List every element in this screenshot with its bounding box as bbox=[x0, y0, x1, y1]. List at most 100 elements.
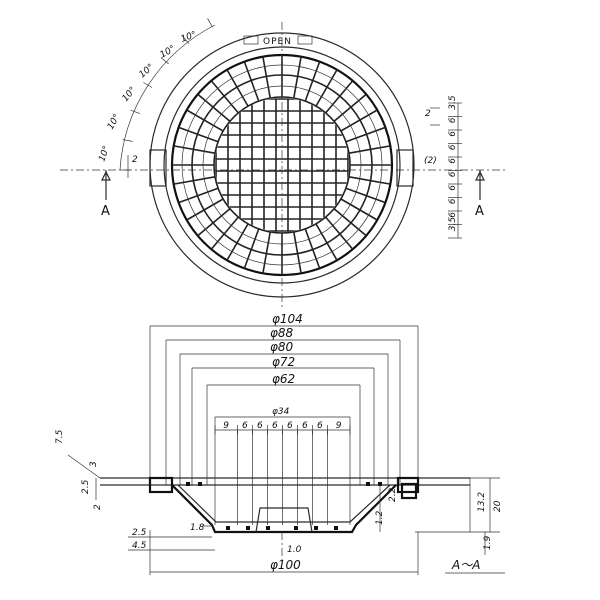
bar-section bbox=[378, 482, 382, 486]
radial-bar bbox=[325, 80, 354, 114]
radial-bar bbox=[210, 216, 239, 250]
bar-spacing-label: 9 bbox=[336, 421, 342, 431]
right-frame-section bbox=[396, 476, 420, 494]
bar-section bbox=[246, 526, 250, 530]
dia-62-label: φ62 bbox=[272, 372, 295, 386]
right-dim-22: 2.2 bbox=[388, 487, 398, 502]
radial-bar bbox=[210, 80, 239, 114]
bottom-bar-sections bbox=[186, 482, 382, 530]
radial-bar bbox=[243, 61, 260, 102]
radial-bar bbox=[178, 187, 219, 204]
right-dim-label: 6 bbox=[448, 171, 458, 177]
angle-label: 10° bbox=[159, 44, 178, 61]
dia-outer-label: φ104 bbox=[272, 312, 303, 326]
right-dim-132: 13.2 bbox=[477, 492, 487, 512]
radial-bar bbox=[178, 126, 219, 143]
angle-tick bbox=[207, 18, 213, 28]
radial-bar bbox=[348, 145, 391, 154]
center-bump bbox=[255, 507, 313, 533]
radial-bar bbox=[293, 231, 302, 274]
angle-ticks bbox=[120, 18, 213, 171]
bottom-center-dim: 1.0 bbox=[287, 545, 302, 555]
bottom-left-dim-25: 2.5 bbox=[132, 528, 147, 538]
right-hinge-block bbox=[400, 482, 418, 500]
bar-section bbox=[334, 526, 338, 530]
bar-section bbox=[314, 526, 318, 530]
radial-bar bbox=[345, 126, 386, 143]
left-dim-75: 7.5 bbox=[55, 429, 65, 444]
left-dim-3: 3 bbox=[89, 461, 99, 467]
bar-section bbox=[226, 526, 230, 530]
radial-bar bbox=[315, 69, 338, 107]
radial-bar bbox=[243, 228, 260, 269]
radial-bar bbox=[304, 61, 321, 102]
angle-tick bbox=[130, 109, 141, 114]
radial-bar bbox=[340, 109, 378, 132]
bar-section bbox=[198, 482, 202, 486]
right-dim-label: 6 bbox=[448, 131, 458, 137]
bar-spacing-label: 9 bbox=[223, 421, 229, 431]
bar-section bbox=[366, 482, 370, 486]
angle-tick bbox=[182, 35, 190, 44]
right-dim-label: 6 bbox=[448, 212, 458, 218]
radial-bar bbox=[186, 109, 224, 132]
right-dim-label: 3.5 bbox=[448, 217, 458, 232]
bar-spacing-label: 6 bbox=[242, 421, 248, 431]
right-dim-19: 1.9 bbox=[483, 535, 493, 550]
radial-bar bbox=[173, 176, 216, 185]
right-dim-label: 6 bbox=[448, 198, 458, 204]
open-arrow-right bbox=[297, 35, 313, 45]
angle-label: 10° bbox=[97, 145, 112, 163]
radial-bar bbox=[197, 208, 231, 237]
right-dim-12: 1.2 bbox=[375, 510, 385, 525]
dia-72-label: φ72 bbox=[272, 355, 295, 369]
dia-80-label: φ80 bbox=[270, 340, 294, 354]
bar-section bbox=[266, 526, 270, 530]
radial-bar bbox=[197, 93, 231, 122]
right-dim-label: 6 bbox=[448, 117, 458, 123]
radial-bar bbox=[293, 56, 302, 99]
radial-bar bbox=[262, 231, 271, 274]
radial-bar bbox=[262, 56, 271, 99]
bar-spacing-label: 6 bbox=[302, 421, 308, 431]
bar-spacing-label: 6 bbox=[272, 421, 278, 431]
radial-bar bbox=[340, 198, 378, 221]
open-arrow-left bbox=[243, 35, 259, 45]
radial-bar bbox=[348, 176, 391, 185]
radial-bars bbox=[172, 55, 392, 275]
dia-34-label: φ34 bbox=[272, 407, 290, 417]
bar-spacing-label: 6 bbox=[287, 421, 293, 431]
angle-label: 10° bbox=[180, 30, 198, 45]
bar-spacing-label: 6 bbox=[317, 421, 323, 431]
section-mark-left: A bbox=[101, 204, 110, 219]
right-hinge-lug bbox=[396, 149, 414, 187]
open-label: OPEN bbox=[263, 37, 292, 47]
plan-view: OPEN 10° 10° 10° 10° 10° 10° 2 A A 3.566… bbox=[60, 18, 505, 310]
bottom-left-dim-45: 4.5 bbox=[132, 541, 147, 551]
right-top-dim: 2 bbox=[425, 109, 431, 119]
left-hinge-lug bbox=[149, 149, 167, 187]
right-dim-label: 3.5 bbox=[448, 95, 458, 110]
angle-label: 10° bbox=[121, 85, 139, 104]
angle-tick bbox=[160, 57, 169, 65]
section-title: A～A bbox=[451, 558, 480, 572]
right-circle-label: (2) bbox=[424, 156, 437, 166]
right-dim-label: 6 bbox=[448, 158, 458, 164]
left-dim-label: 2 bbox=[132, 155, 138, 165]
grate-center-circle bbox=[213, 96, 351, 234]
corner-label: 1.8 bbox=[190, 523, 205, 533]
radial-bar bbox=[345, 187, 386, 204]
angle-tick bbox=[143, 82, 153, 88]
radial-bar bbox=[315, 223, 338, 261]
angle-tick bbox=[122, 139, 133, 142]
radial-bar bbox=[304, 228, 321, 269]
left-dim-2: 2 bbox=[93, 504, 103, 510]
angle-label: 10° bbox=[106, 113, 123, 132]
section-mark-right: A bbox=[475, 204, 484, 219]
radial-bar bbox=[333, 93, 367, 122]
basket-profile bbox=[171, 484, 397, 534]
radial-bar bbox=[333, 208, 367, 237]
radial-bar bbox=[226, 69, 249, 107]
